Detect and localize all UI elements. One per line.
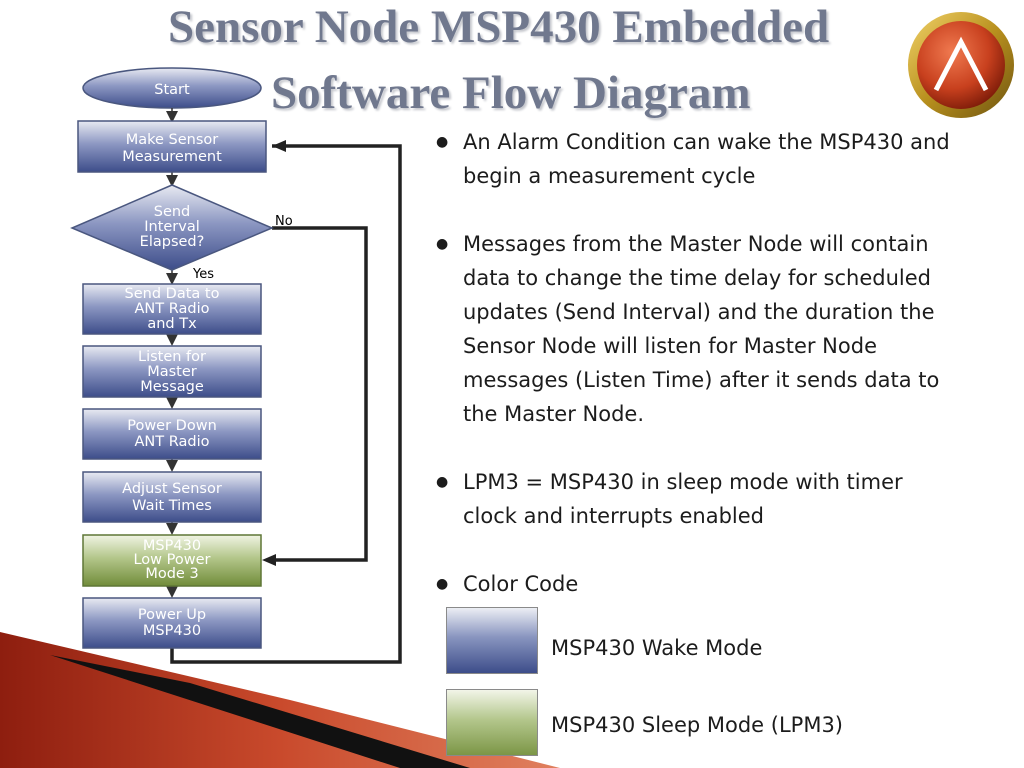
legend-swatch-wake (446, 607, 538, 674)
flow-step-powerup: Power Up MSP430 (82, 597, 262, 649)
flow-step-powerup-line-2: MSP430 (143, 623, 201, 639)
no-path-line (272, 226, 368, 562)
flow-step-powerdown-line-2: ANT Radio (135, 434, 210, 450)
flowchart: Start Make Sensor Measurement Send Inter… (70, 67, 402, 664)
no-label: No (275, 214, 293, 229)
flow-decision: Send Interval Elapsed? (70, 184, 274, 271)
flow-step-powerup-line-1: Power Up (138, 607, 206, 623)
flow-step-adjust-line-2: Wait Times (132, 498, 212, 514)
flow-step-measure-line-1: Make Sensor (126, 132, 219, 148)
flow-step-measure: Make Sensor Measurement (77, 120, 267, 173)
flow-decision-line-2: Interval (144, 219, 200, 235)
flow-step-send-line-3: and Tx (147, 316, 197, 332)
legend-label-wake: MSP430 Wake Mode (551, 636, 763, 660)
legend-label-sleep: MSP430 Sleep Mode (LPM3) (551, 713, 844, 737)
flow-step-powerdown-line-1: Power Down (127, 418, 217, 434)
no-path-arrowhead (262, 554, 276, 566)
flow-step-send-line-2: ANT Radio (135, 301, 210, 317)
flow-step-adjust: Adjust Sensor Wait Times (82, 471, 262, 523)
flow-step-lpm3-line-2: Low Power (133, 552, 210, 568)
flow-step-listen-line-3: Message (140, 379, 204, 395)
title-line-2: Software Flow Diagram (271, 67, 751, 119)
bullet-item: An Alarm Condition can wake the MSP430 a… (436, 125, 956, 193)
bullet-item: Color Code (436, 567, 956, 601)
bullet-list: An Alarm Condition can wake the MSP430 a… (436, 125, 956, 635)
legend-swatch-sleep (446, 689, 538, 756)
loop-back-line (170, 144, 402, 664)
lambda-logo-icon (908, 12, 1014, 118)
title-line-1: Sensor Node MSP430 Embedded (168, 1, 830, 53)
flow-step-adjust-line-1: Adjust Sensor (122, 481, 222, 497)
bullet-item: Messages from the Master Node will conta… (436, 227, 956, 431)
flow-decision-line-1: Send (154, 204, 191, 220)
flow-step-powerdown: Power Down ANT Radio (82, 408, 262, 460)
flow-step-listen-line-1: Listen for (138, 349, 206, 365)
corner-black-stripe (50, 655, 470, 768)
flow-step-lpm3-line-1: MSP430 (143, 538, 201, 554)
flow-start: Start (82, 67, 262, 109)
flow-step-measure-line-2: Measurement (122, 149, 222, 165)
flow-step-listen: Listen for Master Message (82, 345, 262, 398)
flow-step-send: Send Data to ANT Radio and Tx (82, 283, 262, 335)
loop-back-arrowhead (272, 140, 286, 152)
yes-label: Yes (192, 267, 214, 282)
corner-red-band (0, 632, 560, 768)
flow-decision-line-3: Elapsed? (140, 234, 205, 250)
flow-start-label: Start (154, 82, 190, 98)
flow-step-listen-line-2: Master (147, 364, 197, 380)
flow-step-lpm3: MSP430 Low Power Mode 3 (82, 534, 262, 587)
bullet-item: LPM3 = MSP430 in sleep mode with timer c… (436, 465, 956, 533)
flow-step-send-line-1: Send Data to (125, 286, 220, 302)
flow-step-lpm3-line-3: Mode 3 (145, 566, 198, 582)
